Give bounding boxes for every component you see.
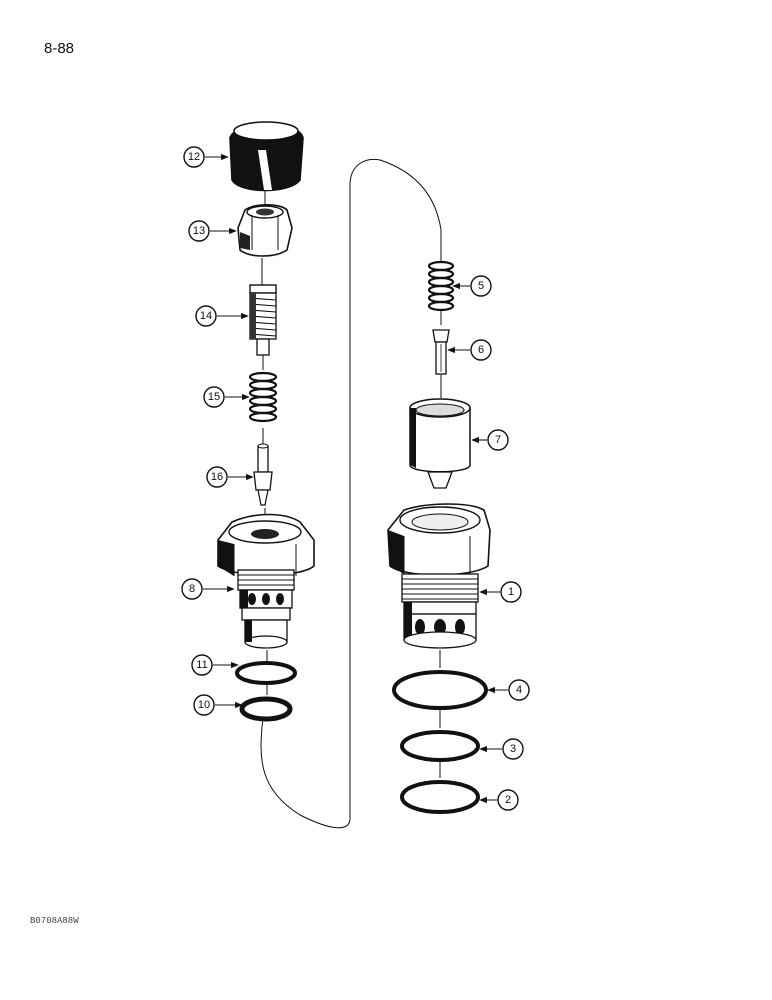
- callout-14-label: 14: [200, 310, 212, 322]
- part-11-o-ring: [235, 661, 297, 685]
- page-number: 8-88: [44, 40, 75, 57]
- part-16-pin: [253, 443, 273, 506]
- callout-10: 10: [193, 694, 215, 716]
- callout-3: 3: [502, 738, 524, 760]
- callout-11-label: 11: [196, 659, 207, 671]
- part-14-screw: [249, 284, 277, 356]
- callout-8: 8: [181, 578, 203, 600]
- part-1-valve-body: [387, 503, 491, 649]
- part-15-spring: [248, 371, 278, 423]
- part-5-spring: [427, 260, 455, 312]
- part-10-backup-ring: [239, 696, 293, 722]
- callout-15-label: 15: [208, 391, 220, 403]
- callout-11: 11: [191, 654, 213, 676]
- callout-13-label: 13: [193, 225, 205, 237]
- callout-13: 13: [188, 220, 210, 242]
- part-4-o-ring: [392, 670, 488, 710]
- callout-10-label: 10: [198, 699, 210, 711]
- callout-12: 12: [183, 146, 205, 168]
- callout-8-label: 8: [189, 583, 195, 595]
- callout-leaders: [203, 153, 508, 804]
- callout-1-label: 1: [508, 586, 514, 598]
- callout-15: 15: [203, 386, 225, 408]
- callout-2: 2: [497, 789, 519, 811]
- callout-6-label: 6: [478, 344, 484, 356]
- callout-16: 16: [206, 466, 228, 488]
- part-12-cap: [229, 121, 304, 192]
- callout-6: 6: [470, 339, 492, 361]
- callout-7: 7: [487, 429, 509, 451]
- part-7-sleeve: [409, 398, 471, 489]
- callout-12-label: 12: [188, 151, 200, 163]
- part-6-pin: [432, 329, 450, 375]
- callout-14: 14: [195, 305, 217, 327]
- figure-code: B0708A88W: [30, 916, 79, 926]
- part-2-o-ring: [400, 780, 480, 814]
- callout-4: 4: [508, 679, 530, 701]
- callout-16-label: 16: [211, 471, 223, 483]
- callout-7-label: 7: [495, 434, 501, 446]
- callout-3-label: 3: [510, 743, 516, 755]
- part-3-backup-ring: [400, 730, 480, 762]
- callout-5-label: 5: [478, 280, 484, 292]
- assembly-centerlines: [260, 158, 442, 829]
- callout-5: 5: [470, 275, 492, 297]
- part-8-valve-body: [217, 513, 315, 649]
- callout-4-label: 4: [516, 684, 522, 696]
- part-13-nut: [237, 203, 293, 257]
- callout-2-label: 2: [505, 794, 511, 806]
- callout-1: 1: [500, 581, 522, 603]
